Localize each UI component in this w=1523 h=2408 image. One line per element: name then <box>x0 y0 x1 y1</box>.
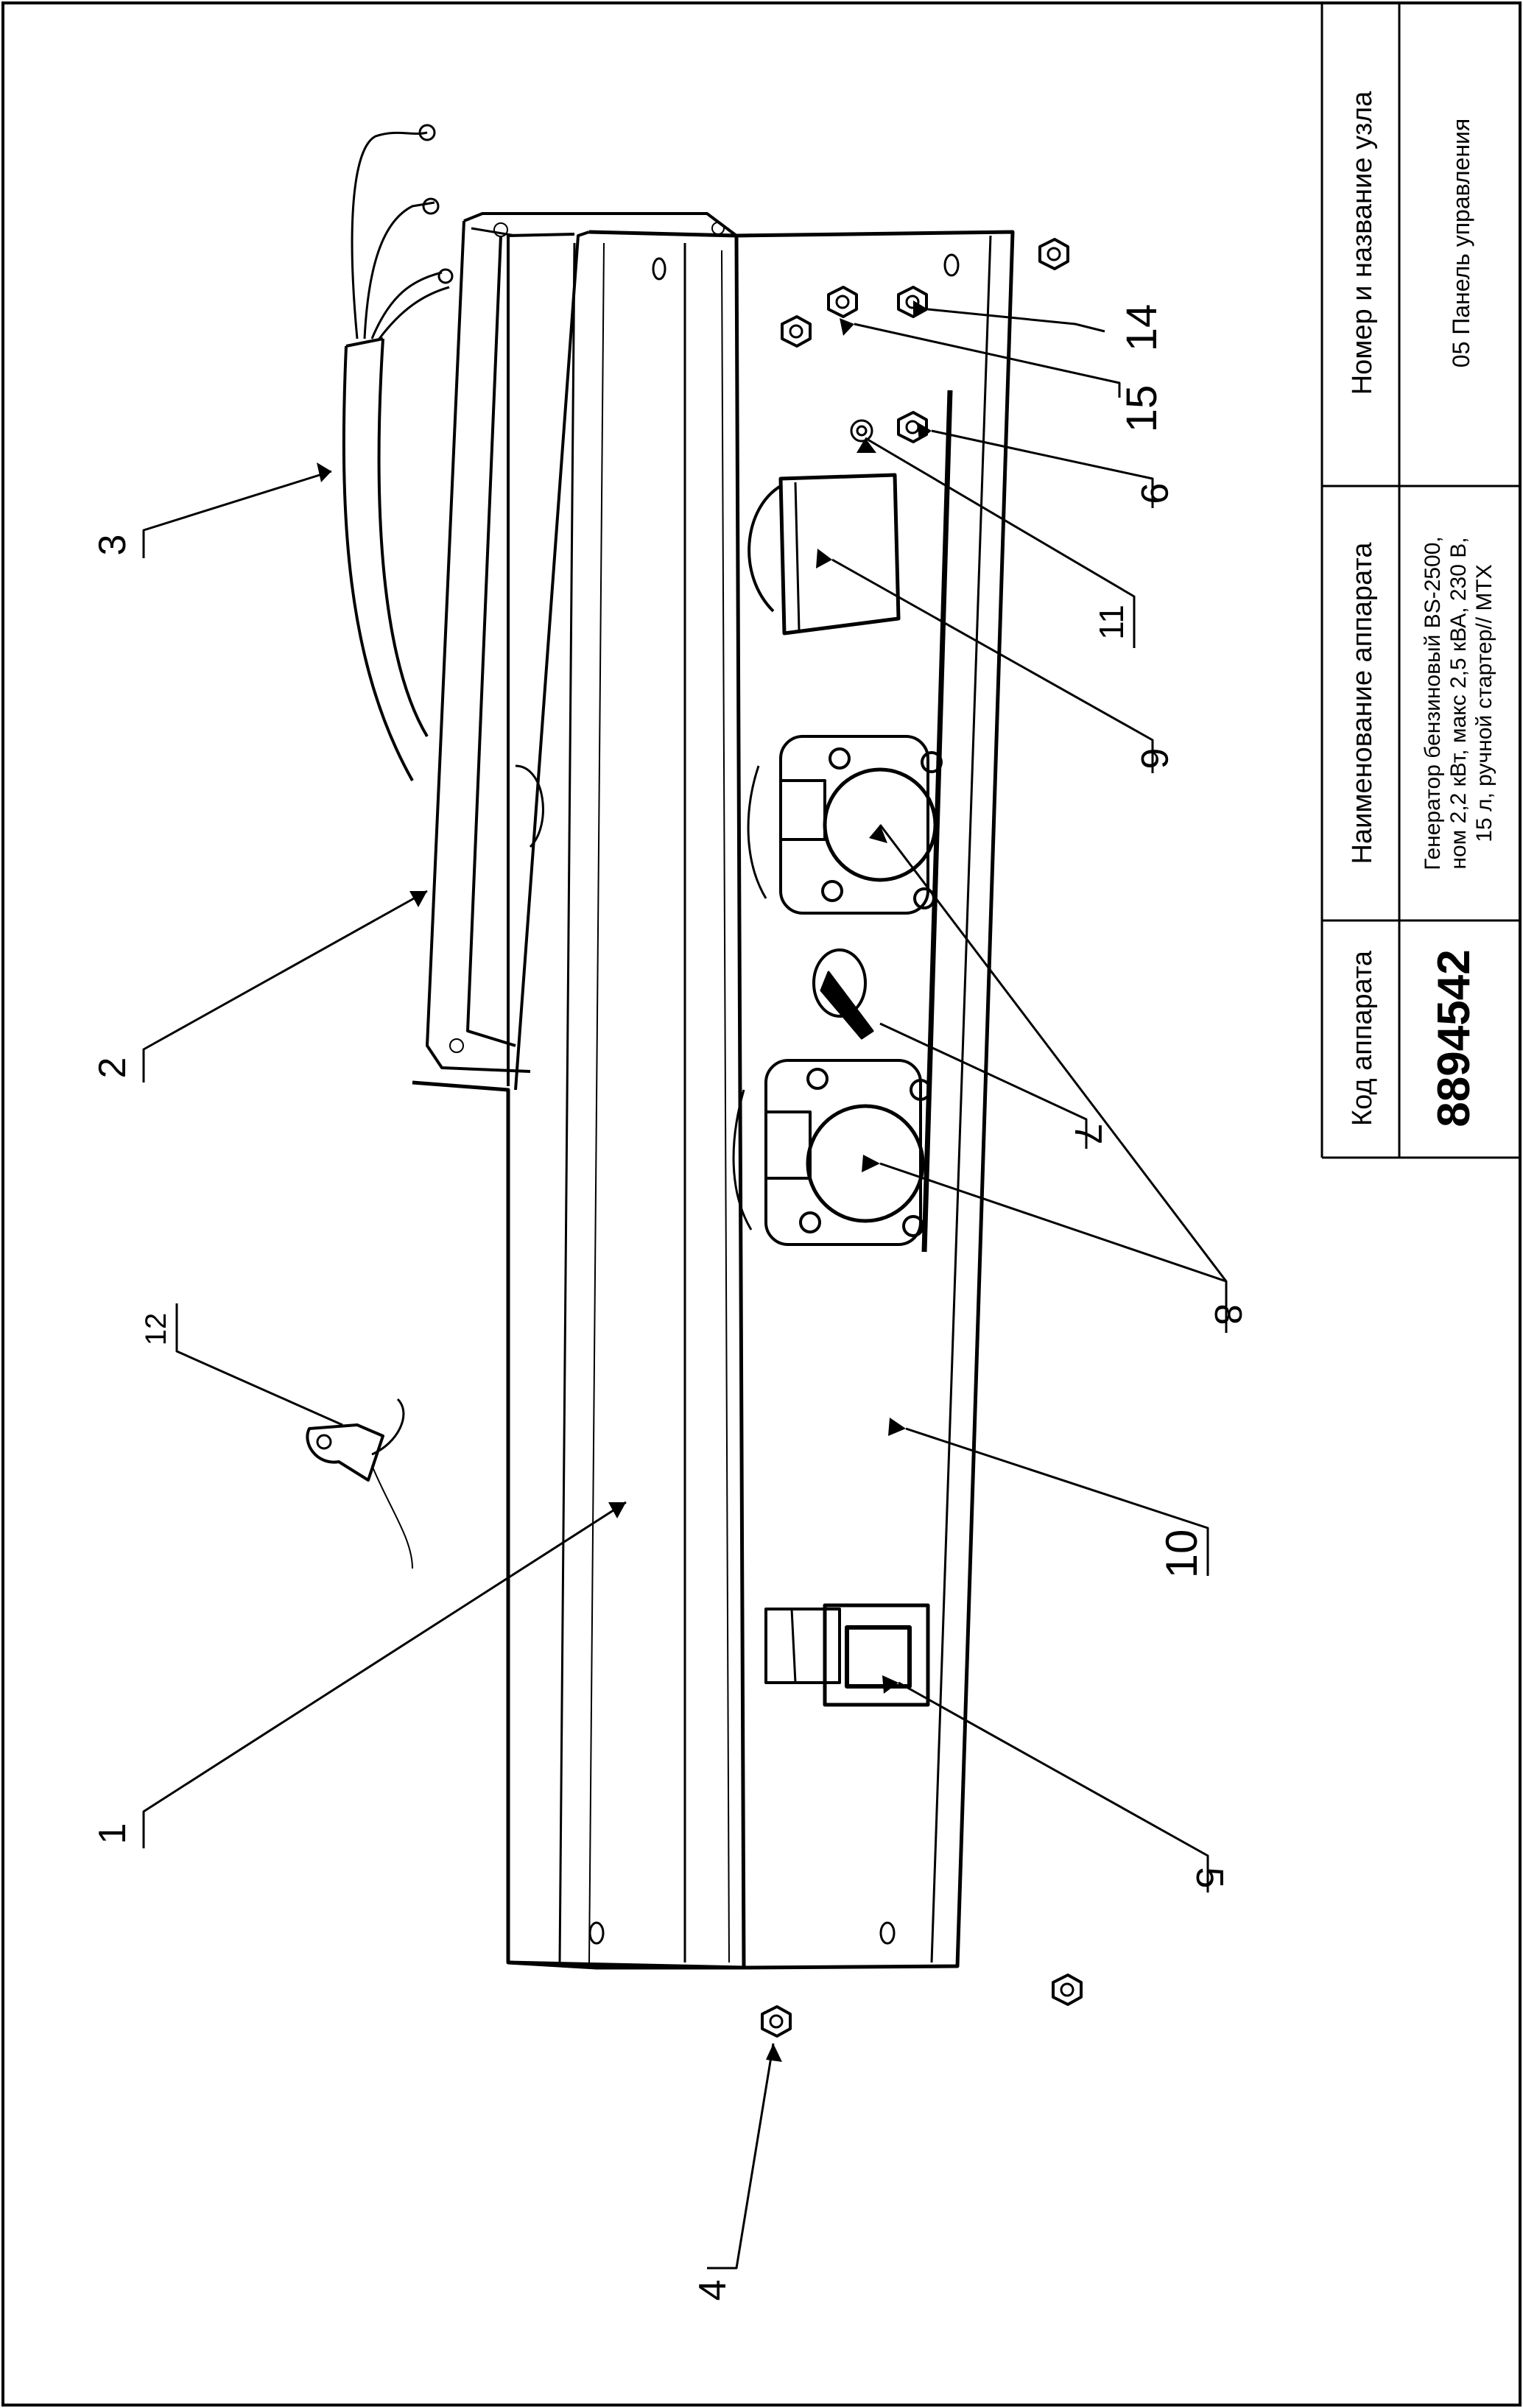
socket-lower-part-8 <box>732 1059 932 1246</box>
callout-12: 12 <box>140 1313 172 1346</box>
terminal-part-15 <box>827 286 858 318</box>
unit-header: Номер и название узла <box>1347 91 1378 395</box>
callout-15: 15 <box>1118 385 1166 433</box>
code-value: 8894542 <box>1429 949 1480 1127</box>
nut-bottom-right <box>1052 1974 1083 2006</box>
callout-3: 3 <box>91 535 134 556</box>
leader-lines <box>142 308 1228 2270</box>
nut-top-right <box>1038 238 1069 270</box>
callout-11: 11 <box>1092 605 1130 640</box>
unit-value: 05 Панель управления <box>1448 119 1474 367</box>
code-header: Код аппарата <box>1347 950 1378 1126</box>
title-block <box>1320 3 1520 1159</box>
name-line-2: ном 2,2 кВт, макс 2,5 кВА, 230 В, <box>1446 537 1471 869</box>
callout-5: 5 <box>1188 1867 1231 1889</box>
wire-clip-part-12 <box>306 1398 413 1569</box>
callout-6: 6 <box>1133 748 1175 770</box>
nut-upper-left <box>781 315 812 348</box>
engine-switch-part-5 <box>764 1603 930 1707</box>
panel-plate-part-10 <box>735 230 1015 1970</box>
name-line-1: Генератор бензиновый BS-2500, <box>1421 536 1445 870</box>
name-header: Наименование аппарата <box>1347 542 1378 865</box>
callout-4: 4 <box>692 2280 734 2301</box>
arrow-heads <box>317 300 932 2062</box>
callout-8: 8 <box>1206 1304 1249 1326</box>
callout-labels: 1 2 3 4 12 5 10 8 7 6 11 9 15 14 <box>91 304 1249 2301</box>
callout-9: 9 <box>1133 483 1175 504</box>
name-line-3: 15 л, ручной стартер// МТХ <box>1472 564 1496 842</box>
callout-2: 2 <box>91 1057 134 1079</box>
nut-part-4 <box>761 2005 792 2038</box>
socket-upper-part-8 <box>747 735 943 915</box>
toggle-switch-part-7 <box>812 948 874 1040</box>
front-cover-part-1 <box>412 230 746 1970</box>
callout-7: 7 <box>1066 1124 1109 1145</box>
callout-1: 1 <box>91 1823 134 1845</box>
indicator-part-11 <box>850 419 873 443</box>
wire-harness-part-3 <box>342 124 454 781</box>
rear-frame-part-2 <box>426 212 738 1073</box>
callout-10: 10 <box>1157 1529 1206 1579</box>
circuit-breaker-part-6 <box>748 473 901 636</box>
control-panel-drawing <box>142 124 1228 2270</box>
callout-14: 14 <box>1118 304 1166 352</box>
